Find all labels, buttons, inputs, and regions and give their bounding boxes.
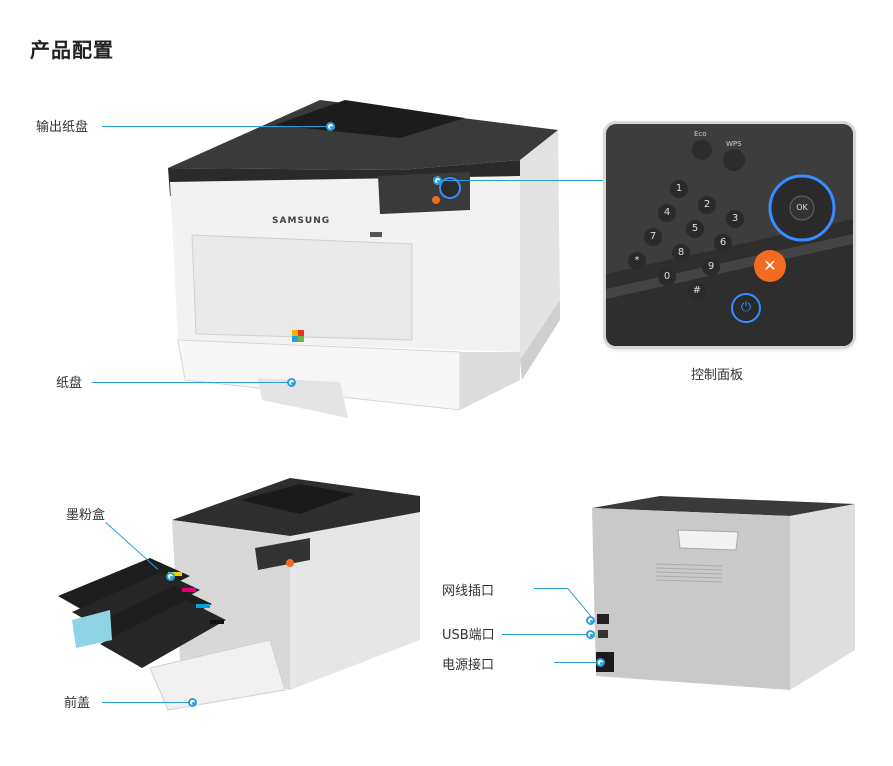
ok-button[interactable]: OK [796,203,808,212]
key-6[interactable]: 6 [714,234,732,252]
label-power-port: 电源接口 [442,658,495,673]
callout-dot-front-cover [188,698,197,707]
callout-line-network-port [534,588,568,589]
label-control-panel: 控制面板 [691,368,744,383]
label-usb-port: USB端口 [442,628,495,643]
label-paper-tray: 纸盘 [56,376,83,391]
callout-dot-power-port [596,658,605,667]
callout-line-usb-port [502,634,588,635]
cancel-icon[interactable]: ✕ [763,256,777,275]
callout-dot-paper-tray [287,378,296,387]
key-3[interactable]: 3 [726,210,744,228]
label-front-cover: 前盖 [64,696,91,711]
callout-dot-network-port [586,616,595,625]
label-toner: 墨粉盒 [66,508,106,523]
label-network-port: 网线插口 [442,584,495,599]
printer-brand: SAMSUNG [272,216,331,226]
power-icon[interactable]: ⏻ [740,300,752,315]
callout-line-power-port [554,662,598,663]
callout-dot-output-tray [326,122,335,131]
callout-line-front-cover [102,702,190,703]
key-4[interactable]: 4 [658,204,676,222]
callout-line-output-tray [102,126,330,127]
label-output-tray: 输出纸盘 [36,120,89,135]
callout-dot-usb-port [586,630,595,639]
key-hash[interactable]: # [688,282,706,300]
control-panel-inset: 1 2 3 4 5 6 7 8 9 * 0 # OK Eco WPS ✕ ⏻ [606,124,853,346]
key-2[interactable]: 2 [698,196,716,214]
page-title: 产品配置 [30,38,114,62]
key-0[interactable]: 0 [658,268,676,286]
key-9[interactable]: 9 [702,258,720,276]
key-1[interactable]: 1 [670,180,688,198]
key-5[interactable]: 5 [686,220,704,238]
key-7[interactable]: 7 [644,228,662,246]
eco-label: Eco [694,130,707,138]
key-8[interactable]: 8 [672,244,690,262]
callout-line-paper-tray [92,382,288,383]
key-star[interactable]: * [628,252,646,270]
callout-dot-toner [166,572,175,581]
wps-label: WPS [726,140,742,148]
callout-line-control-panel [441,180,607,181]
